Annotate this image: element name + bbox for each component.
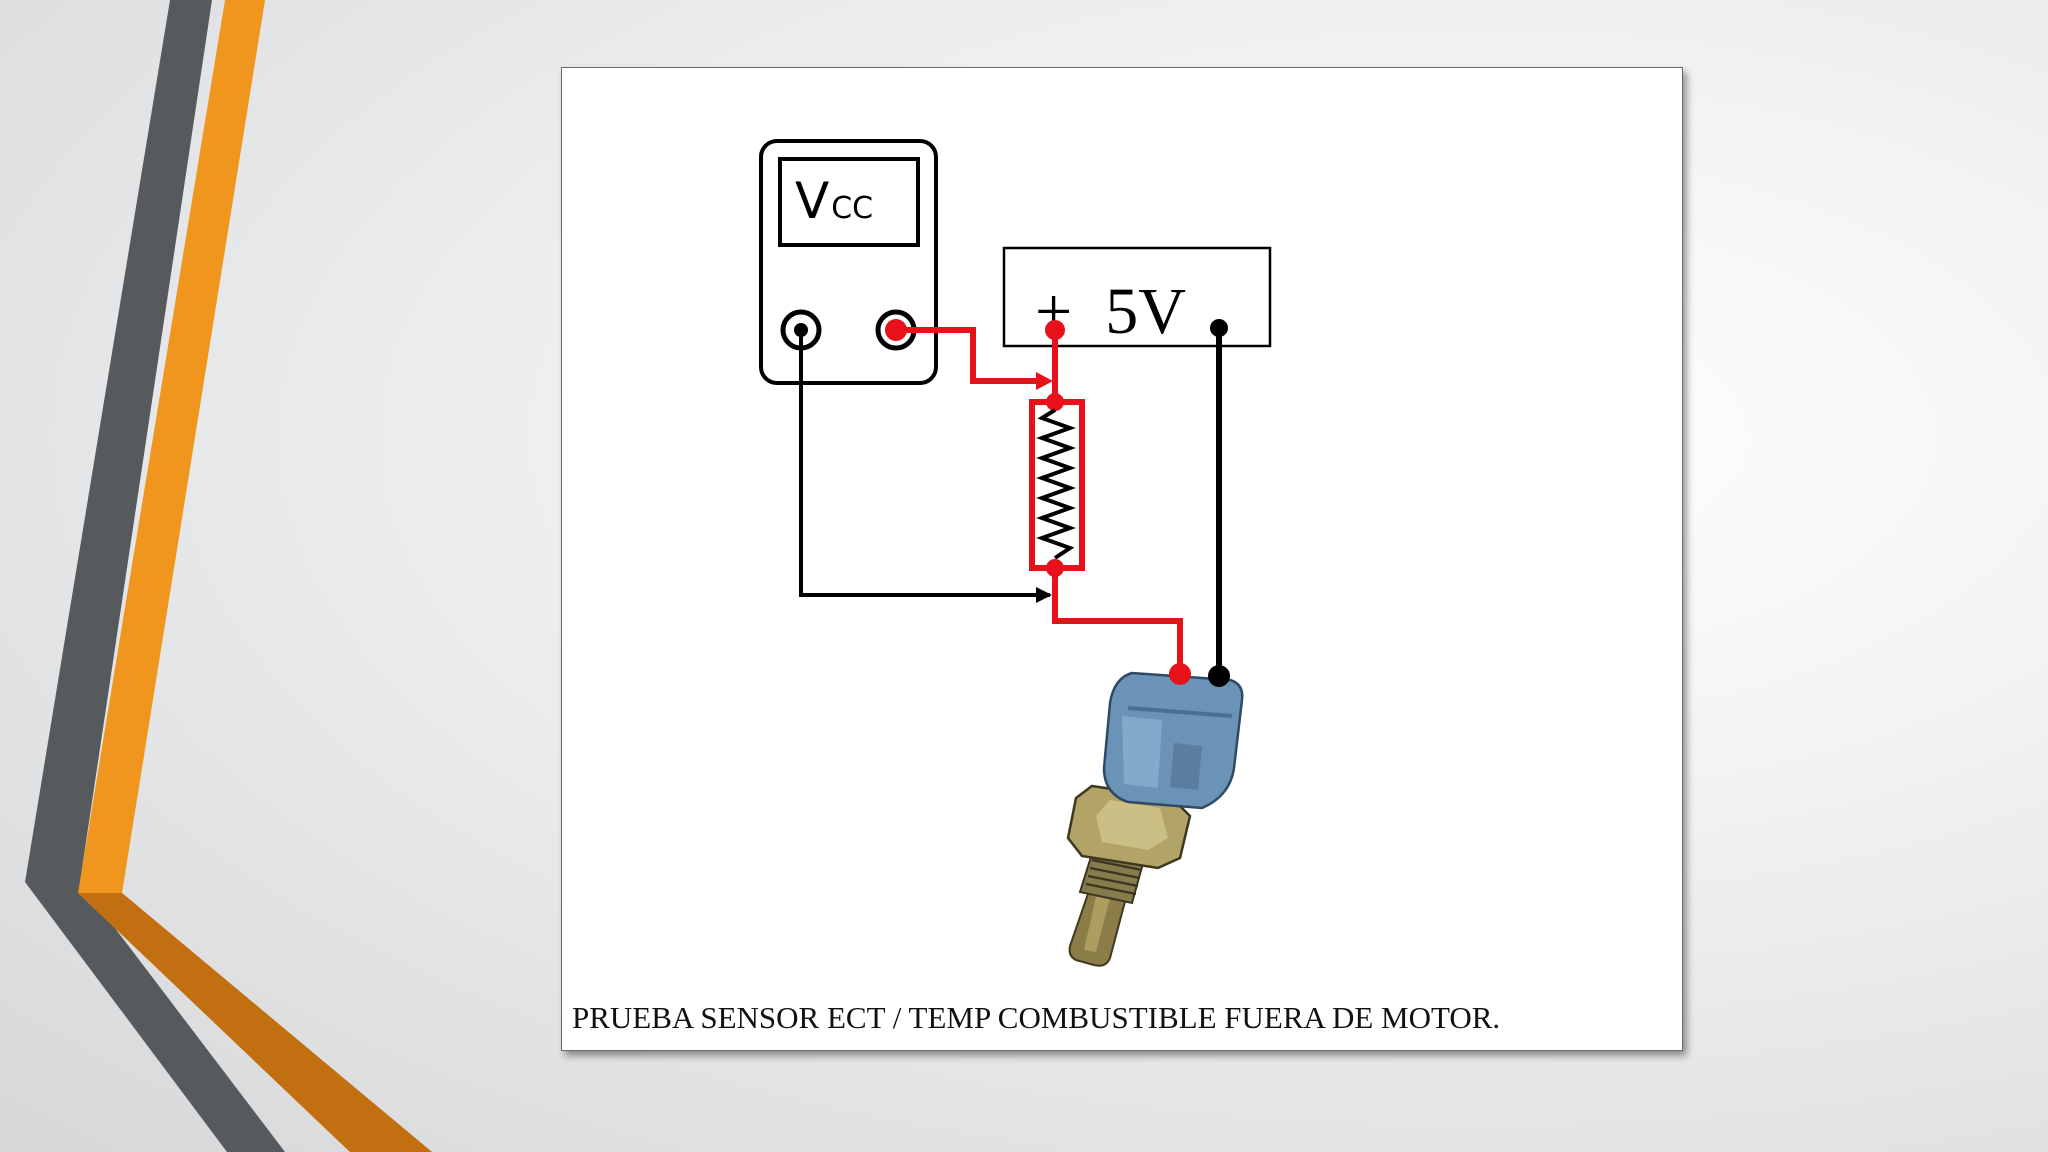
ect-sensor [1066, 671, 1244, 967]
positive-terminal-dot [885, 319, 907, 341]
resistor-to-sensor-wire [1052, 568, 1183, 673]
sensor-hex-face [1096, 800, 1168, 850]
resistor-box [1029, 399, 1085, 571]
resistor-coil [1036, 408, 1076, 560]
meter-positive-wire [896, 327, 1047, 384]
supply-positive-node [1045, 320, 1065, 340]
sensor-connector-notch [1170, 743, 1202, 790]
sensor-positive-node [1169, 663, 1191, 685]
multimeter-label: VCC [795, 172, 873, 230]
orange-stripe-shade [78, 893, 432, 1152]
figure-caption: PRUEBA SENSOR ECT / TEMP COMBUSTIBLE FUE… [572, 1000, 1501, 1035]
sensor-connector-highlight [1122, 716, 1162, 788]
resistor-top-node [1046, 393, 1064, 411]
meter-sub: CC [831, 191, 873, 226]
circuit-diagram: VCC + 5V [759, 139, 1272, 967]
meter-positive-arrow [1036, 372, 1053, 390]
sensor-probe-shine [1084, 896, 1110, 952]
sensor-connector-ridge [1127, 706, 1233, 718]
multimeter-display [778, 157, 920, 247]
meter-negative-wire [799, 330, 1050, 597]
meter-v: V [795, 172, 829, 230]
supply-negative-node [1210, 319, 1228, 337]
sensor-negative-node [1208, 665, 1230, 687]
sensor-test-figure: VCC + 5V [561, 67, 1683, 1051]
gray-stripe [25, 0, 285, 1152]
meter-negative-arrow [1036, 587, 1052, 603]
orange-stripe [78, 0, 432, 1152]
